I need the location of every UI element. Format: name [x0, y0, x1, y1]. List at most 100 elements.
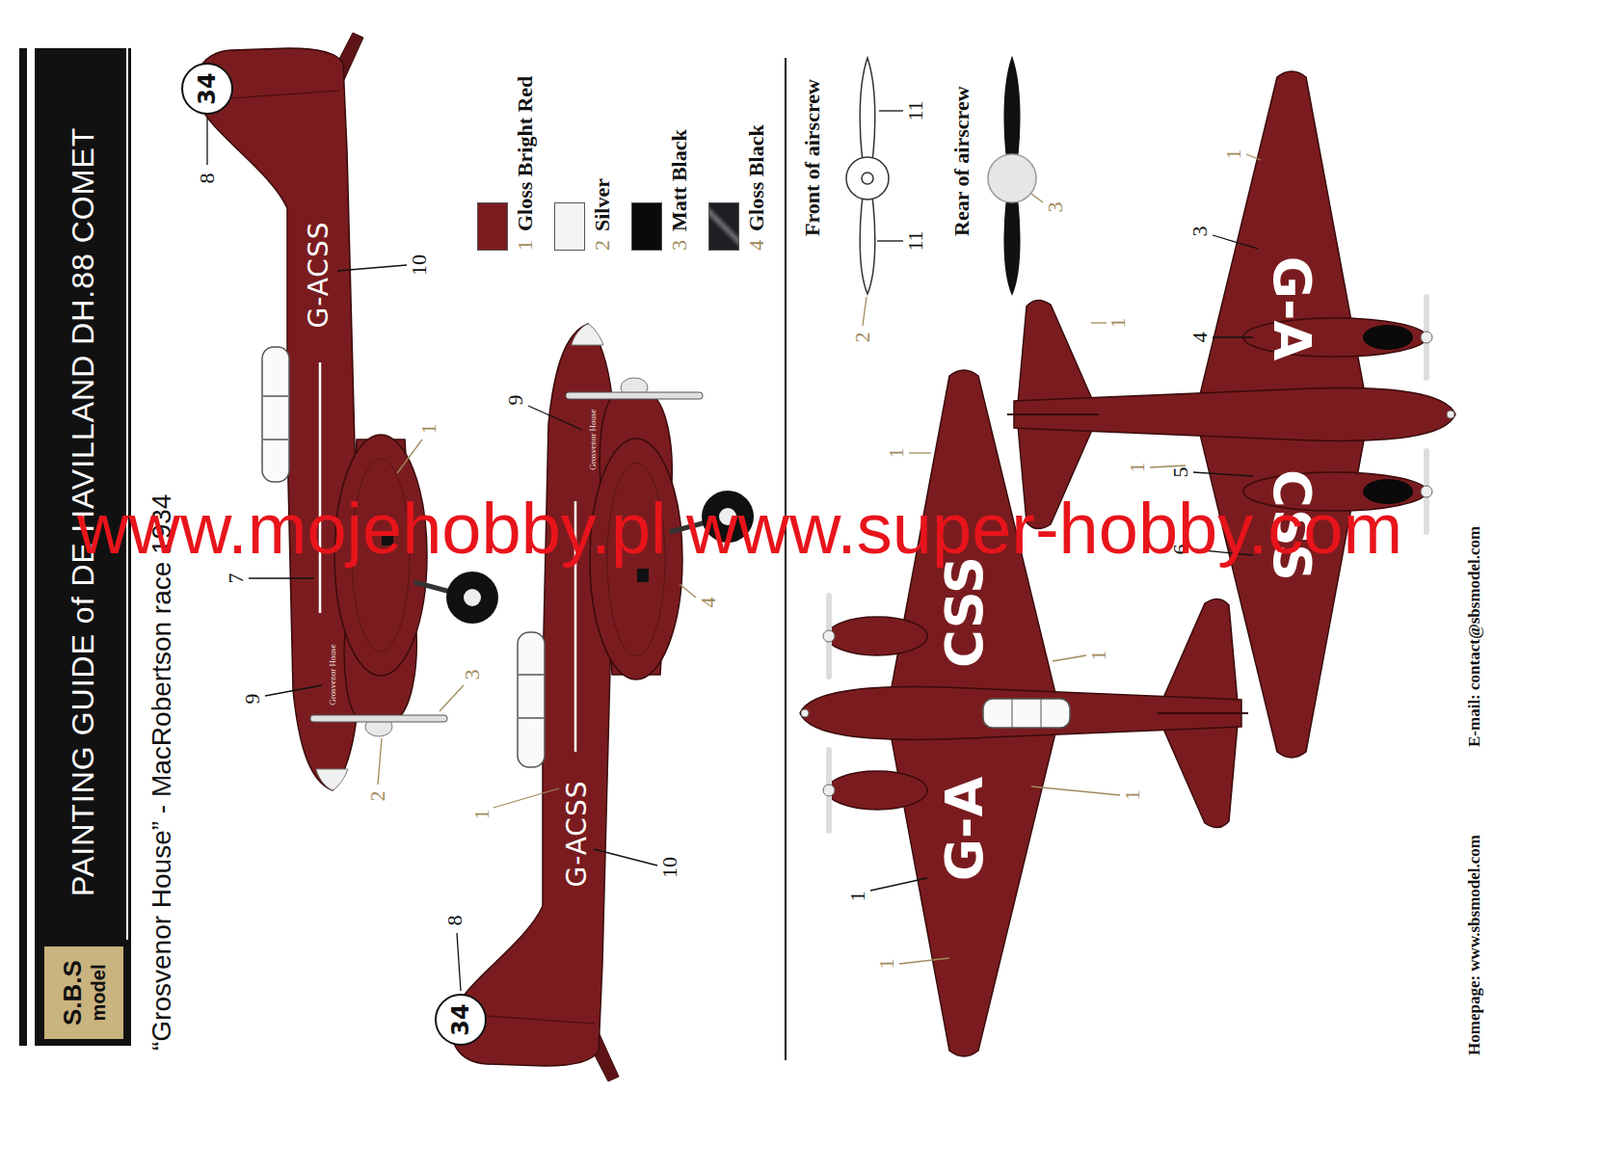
legend-holder: Gloss Bright Red: [512, 76, 538, 232]
callout-number: 7: [223, 573, 249, 585]
watermark-holder: www.mojehobby.pl www.super-hobby.com: [77, 493, 1403, 565]
colour-swatch: [631, 202, 663, 251]
callout-number: 11: [903, 230, 929, 251]
colour-swatch: [708, 202, 740, 251]
callout-number-holder: 9: [503, 395, 529, 406]
legend-text: Gloss Bright Red: [512, 76, 538, 232]
callout-number: 2: [850, 332, 876, 344]
callout-number: 3: [666, 240, 693, 251]
name-decal: Grosvenor House: [327, 643, 338, 705]
name-decal-holder: Grosvenor House: [321, 643, 340, 705]
view-caption: Rear of airscrew: [949, 85, 975, 237]
footer-text: E-mail: contact@sbsmodel.com: [1465, 526, 1485, 747]
rear-airscrew: [987, 57, 1037, 294]
callout-number-holder: 1: [1120, 790, 1146, 801]
callout-number-holder: 11: [903, 230, 929, 251]
race-number-badge: 34: [181, 62, 234, 115]
legend-text: Gloss Black: [744, 124, 770, 232]
callout-number-holder: 1: [469, 809, 495, 821]
logo-subtext: model: [87, 964, 110, 1022]
callout-number: 1: [1124, 462, 1150, 474]
callout-number-holder: 1: [1105, 318, 1131, 329]
callout-number: 1: [883, 448, 909, 459]
callout-number-holder: 3: [1187, 226, 1213, 238]
callout-number: 11: [903, 100, 929, 121]
race-number-badge: 34: [434, 993, 487, 1046]
callout-number: 8: [194, 173, 220, 185]
callout-number-holder: 4: [744, 240, 770, 251]
callout-number-holder: 8: [442, 915, 468, 927]
registration-decal: CSS: [933, 556, 995, 668]
race-number: 34: [447, 1003, 475, 1036]
callout-number-holder: 1: [1124, 462, 1150, 474]
subtitle-text: “Grosvenor House” - MacRobertson race 19…: [146, 494, 178, 1051]
view-caption-holder: Rear of airscrew: [949, 85, 975, 237]
callout-number-holder: 5: [1168, 467, 1194, 479]
callout-number-holder: 10: [406, 254, 432, 276]
callout-number-holder: 9: [240, 693, 266, 705]
footer-text-holder: Homepage: www.sbsmodel.com: [1465, 834, 1485, 1056]
legend-holder: Matt Black: [666, 129, 693, 232]
underside-planform: [1007, 71, 1456, 758]
footer-text: Homepage: www.sbsmodel.com: [1465, 834, 1485, 1056]
rule-line: [19, 48, 27, 1046]
callout-number: 1: [845, 891, 871, 903]
callout-number: 3: [1042, 202, 1068, 214]
callout-number: 5: [1168, 467, 1194, 479]
view-caption-holder: Front of airscrew: [800, 79, 826, 237]
callout-number-holder: 1: [883, 448, 909, 459]
callout-number: 4: [744, 240, 770, 251]
callout-number: 3: [1187, 226, 1213, 238]
callout-number-holder: 3: [459, 669, 485, 681]
callout-number-holder: 1: [1221, 149, 1247, 160]
callout-number-holder: 4: [695, 597, 721, 609]
registration-decal-holder: CSS: [933, 556, 995, 668]
callout-number: 1: [416, 424, 442, 435]
legend-text: Matt Black: [666, 129, 693, 232]
callout-number-holder: 1: [512, 240, 538, 251]
legend-holder: Gloss Black: [744, 124, 770, 232]
callout-number: 8: [442, 915, 468, 927]
legend-text: Silver: [589, 178, 615, 232]
callout-number: 9: [240, 693, 266, 705]
callout-number-holder: 10: [657, 856, 683, 879]
callout-number: 9: [503, 395, 529, 406]
callout-number-holder: 1: [874, 959, 900, 970]
callout-number: 3: [459, 669, 485, 681]
callout-number: 1: [1086, 650, 1112, 662]
registration-decal: G-A: [933, 776, 995, 882]
callout-number-holder: 7: [223, 573, 249, 585]
callout-number-holder: 2: [365, 791, 391, 802]
callout-number-holder: 1: [1086, 650, 1112, 662]
callout-number: 1: [512, 240, 538, 251]
callout-number: 4: [1187, 332, 1213, 344]
registration-decal: G-A: [1261, 256, 1323, 362]
callout-number-holder: 8: [194, 173, 220, 185]
view-caption: Front of airscrew: [800, 79, 826, 237]
front-airscrew: [846, 57, 889, 294]
callout-number: 2: [365, 791, 391, 802]
callout-number: 1: [874, 959, 900, 970]
callout-number-holder: 2: [850, 332, 876, 344]
registration-decal-holder: G-A: [933, 776, 995, 882]
legend-holder: Silver: [589, 178, 615, 232]
colour-swatch: [554, 202, 586, 251]
logo-text: S.B.S: [57, 960, 88, 1026]
registration-decal: G-ACSS: [302, 221, 335, 329]
callout-number: 1: [469, 809, 495, 821]
registration-decal-holder: G-ACSS: [302, 221, 335, 329]
callout-number: 1: [1120, 790, 1146, 801]
callout-number-holder: 3: [1042, 202, 1068, 214]
callout-number: 1: [1221, 149, 1247, 160]
footer-text-holder: E-mail: contact@sbsmodel.com: [1465, 526, 1485, 747]
logo-box: S.B.Smodel: [42, 944, 126, 1041]
callout-number-holder: 2: [589, 240, 615, 251]
registration-decal-holder: G-ACSS: [560, 780, 593, 888]
caption-holder: “Grosvenor House” - MacRobertson race 19…: [146, 494, 178, 1051]
callout-number: 2: [589, 240, 615, 251]
callout-number: 10: [657, 856, 683, 879]
callout-number-holder: 3: [666, 240, 693, 251]
callout-number: 10: [406, 254, 432, 276]
